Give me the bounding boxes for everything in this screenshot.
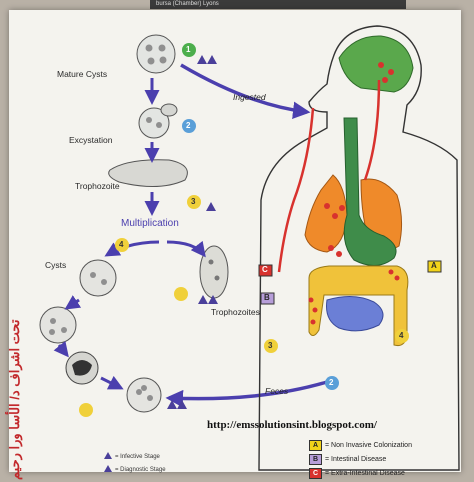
legend-stages: = Infective Stage = Diagnostic Stage	[104, 452, 166, 478]
legend-text-b: = Intestinal Disease	[325, 456, 387, 463]
legend-infective: = Infective Stage	[115, 454, 160, 460]
excystation-image	[138, 103, 178, 139]
arrow	[53, 340, 69, 358]
label-ingested: Ingested	[233, 92, 266, 102]
trophozoite-image	[108, 159, 188, 188]
source-url: http://emssolutionsint.blogspot.com/	[207, 419, 377, 431]
label-excystation: Excystation	[69, 135, 113, 145]
legend-text-a: = Non Invasive Colonization	[325, 442, 412, 449]
poster: تحت اشراف د/ الأسا ورا رحيم	[7, 10, 461, 480]
legend-box-a: A	[309, 440, 322, 451]
organ-letter: B	[264, 293, 270, 302]
legend-box-b: B	[309, 454, 322, 465]
stage-number: 4	[399, 331, 404, 340]
label-mature-cysts: Mature Cysts	[57, 69, 108, 79]
label-trophozoites: Trophozoites	[211, 307, 260, 317]
top-strip: bursa (Chamber) Lyons	[150, 0, 406, 9]
dividing-cysts-image	[39, 259, 162, 413]
stage-number: 4	[119, 240, 124, 249]
stage-number: 3	[191, 197, 196, 206]
stage-markers	[79, 43, 409, 417]
arrow	[64, 295, 82, 310]
feces-arrow	[165, 380, 328, 408]
label-cysts: Cysts	[45, 260, 67, 270]
legend-diagnostic: = Diagnostic Stage	[115, 467, 166, 473]
triangle-icon	[104, 465, 112, 472]
life-cycle-diagram	[39, 25, 460, 471]
mature-cyst-image	[136, 34, 176, 74]
organ-letter: A	[431, 261, 437, 270]
organ-letter: C	[262, 265, 268, 274]
triangle-icon	[104, 452, 112, 459]
organ-letter-boxes	[258, 260, 442, 305]
arrow	[166, 240, 206, 258]
stage-number: 1	[186, 45, 191, 54]
label-feces: Feces	[265, 386, 289, 396]
stage-triangles	[167, 55, 218, 409]
ingested-arrow	[180, 63, 311, 120]
label-multiplication: Multiplication	[121, 218, 179, 229]
stage-number: 2	[329, 378, 334, 387]
human-body-image	[258, 25, 460, 471]
arrow	[104, 240, 160, 257]
stage-number: 3	[268, 341, 273, 350]
stage-number: 2	[186, 121, 191, 130]
legend-disease: A= Non Invasive Colonization B= Intestin…	[309, 440, 412, 482]
label-trophozoite: Trophozoite	[75, 181, 120, 191]
arrow	[100, 375, 124, 390]
